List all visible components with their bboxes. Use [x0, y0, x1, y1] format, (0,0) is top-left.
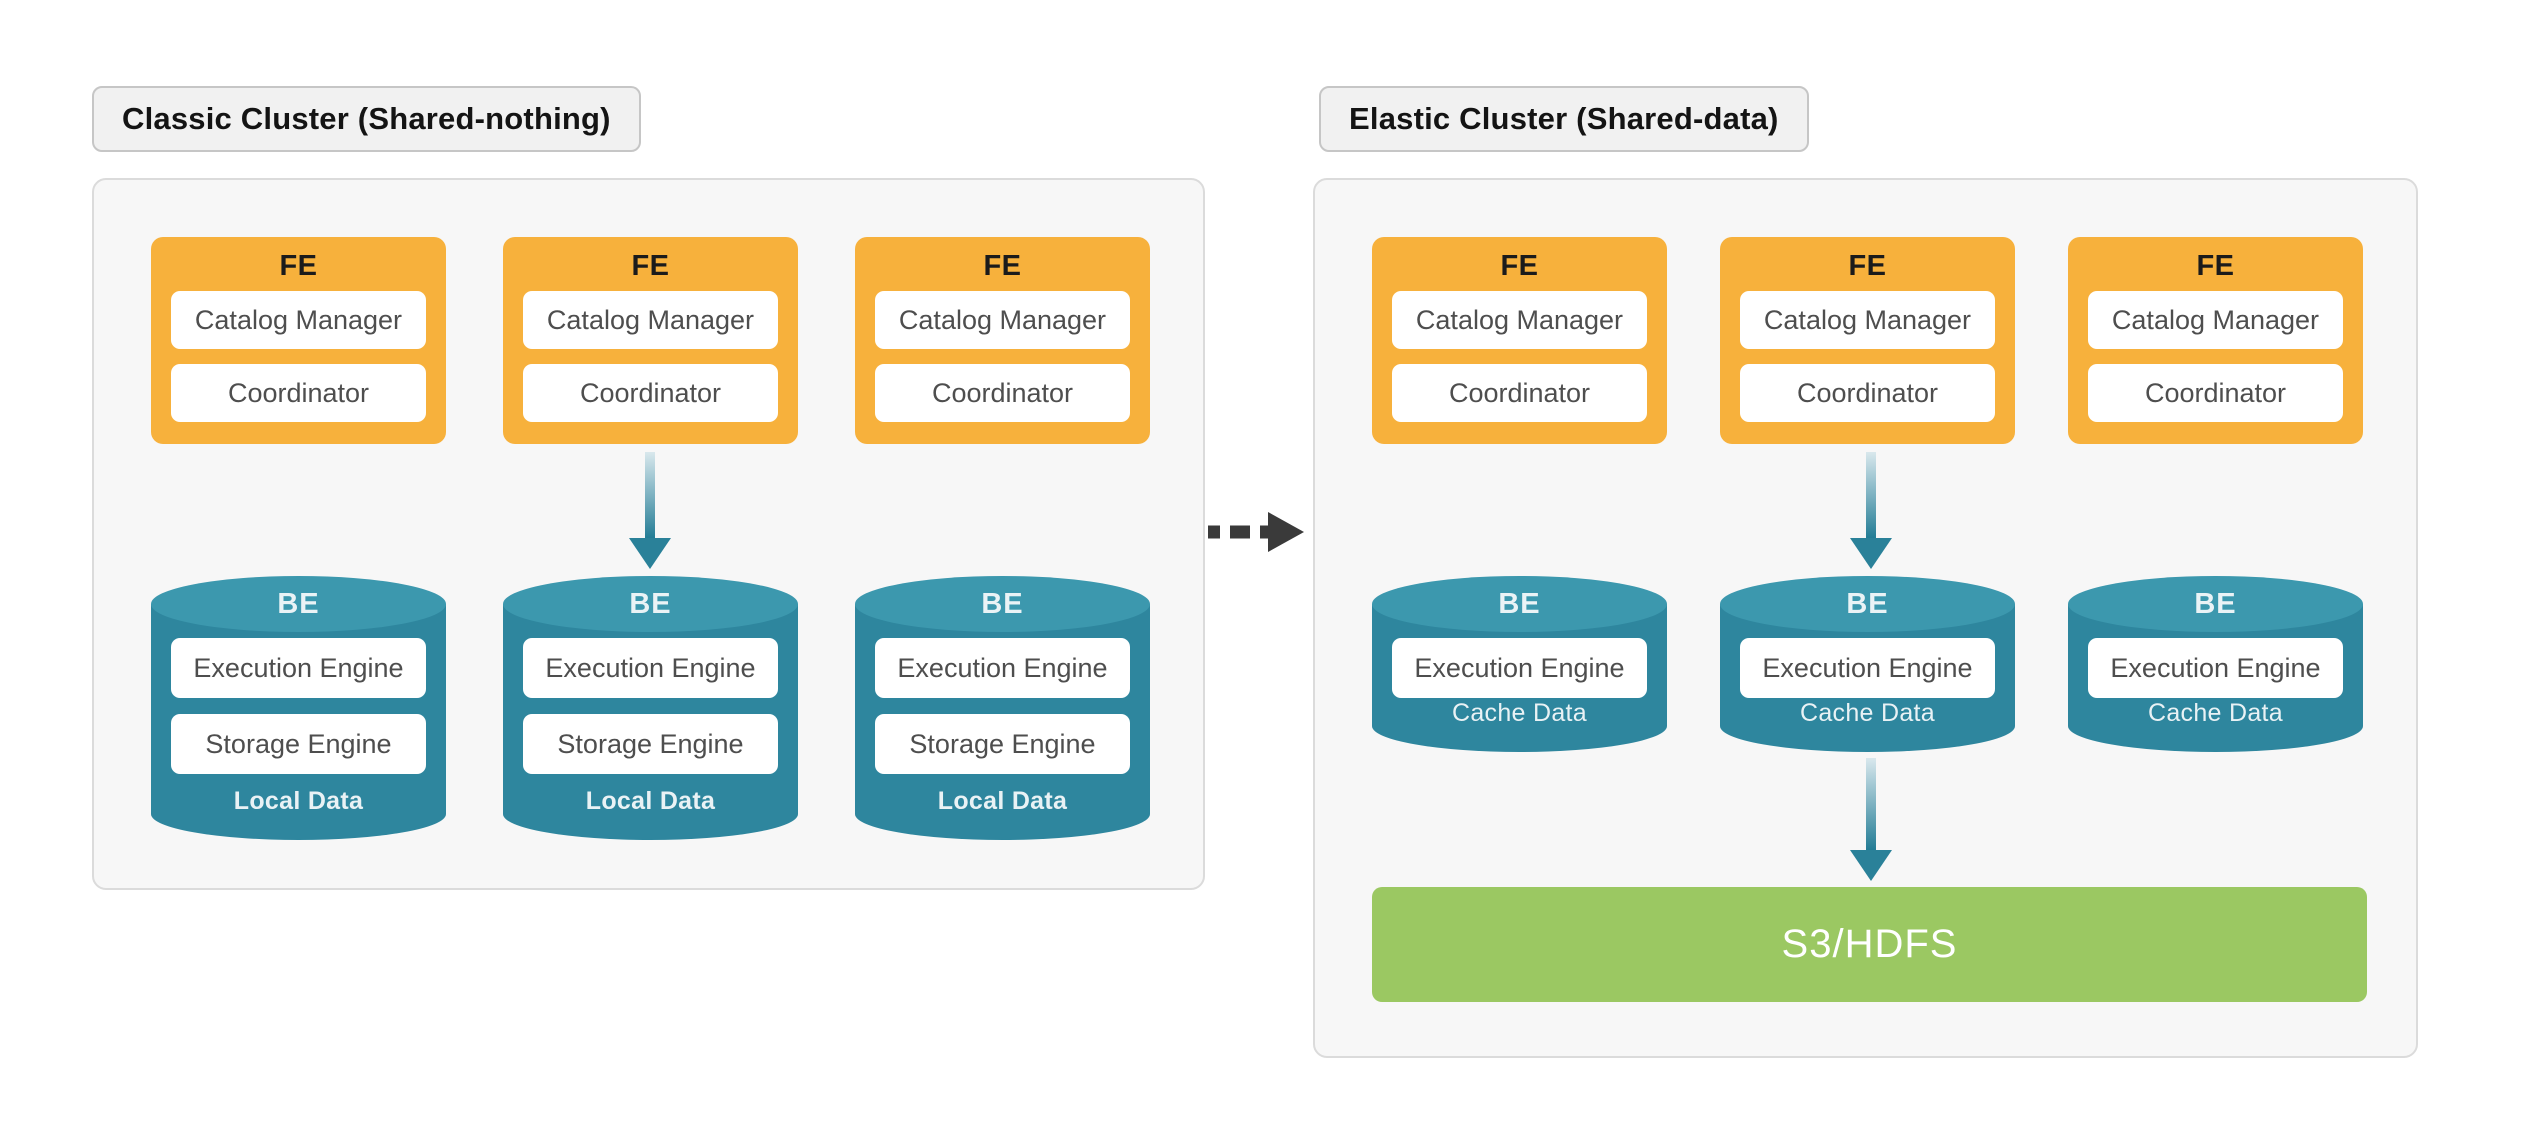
be-node: BE Execution Engine Cache Data	[1720, 576, 2015, 752]
be-component-chip: Execution Engine	[2088, 638, 2343, 698]
elastic-be-row: BE Execution Engine Cache Data BE Execut…	[1372, 576, 2363, 752]
be-node-label: BE	[2194, 588, 2237, 620]
fe-node-label: FE	[1500, 250, 1539, 282]
classic-be-row: BE Execution Engine Storage Engine Local…	[151, 576, 1150, 840]
fe-node: FE Catalog Manager Coordinator	[151, 237, 446, 444]
elastic-fe-row: FE Catalog Manager Coordinator FE Catalo…	[1372, 237, 2363, 444]
be-component-chip: Execution Engine	[875, 638, 1130, 698]
be-component-chip: Storage Engine	[171, 714, 426, 774]
fe-node-label: FE	[1848, 250, 1887, 282]
cylinder-top	[1372, 576, 1667, 632]
cylinder-top	[503, 576, 798, 632]
be-component-chip: Storage Engine	[875, 714, 1130, 774]
fe-component-chip: Catalog Manager	[2088, 291, 2343, 349]
fe-to-be-arrow-icon	[629, 452, 671, 569]
be-data-label: Local Data	[233, 787, 364, 815]
be-node: BE Execution Engine Storage Engine Local…	[151, 576, 446, 840]
elastic-cluster-container: FE Catalog Manager Coordinator FE Catalo…	[1313, 178, 2418, 1058]
cylinder-top	[1720, 576, 2015, 632]
be-data-label: Local Data	[937, 787, 1068, 815]
be-data-label: Cache Data	[1451, 699, 1588, 727]
be-node-label: BE	[277, 588, 320, 620]
fe-component-chip: Coordinator	[1740, 364, 1995, 422]
fe-component-chip: Coordinator	[875, 364, 1130, 422]
be-node-label: BE	[981, 588, 1024, 620]
be-component-chip: Execution Engine	[523, 638, 778, 698]
fe-node: FE Catalog Manager Coordinator	[1720, 237, 2015, 444]
fe-component-chip: Catalog Manager	[523, 291, 778, 349]
be-component-chip: Execution Engine	[1740, 638, 1995, 698]
fe-to-be-arrow-icon	[1850, 452, 1892, 569]
fe-node: FE Catalog Manager Coordinator	[855, 237, 1150, 444]
be-data-label: Local Data	[585, 787, 716, 815]
be-to-storage-arrow-icon	[1850, 758, 1892, 881]
fe-node: FE Catalog Manager Coordinator	[1372, 237, 1667, 444]
be-node: BE Execution Engine Storage Engine Local…	[503, 576, 798, 840]
fe-node-label: FE	[2196, 250, 2235, 282]
fe-component-chip: Coordinator	[2088, 364, 2343, 422]
be-data-label: Cache Data	[1799, 699, 1936, 727]
be-node: BE Execution Engine Cache Data	[1372, 576, 1667, 752]
cylinder-top	[2068, 576, 2363, 632]
be-data-label: Cache Data	[2147, 699, 2284, 727]
fe-node-label: FE	[983, 250, 1022, 282]
fe-component-chip: Catalog Manager	[1392, 291, 1647, 349]
be-node-label: BE	[1846, 588, 1889, 620]
be-node: BE Execution Engine Cache Data	[2068, 576, 2363, 752]
fe-component-chip: Coordinator	[171, 364, 426, 422]
classic-cluster-title: Classic Cluster (Shared-nothing)	[122, 101, 611, 136]
fe-node-label: FE	[279, 250, 318, 282]
fe-node: FE Catalog Manager Coordinator	[503, 237, 798, 444]
cylinder-top	[855, 576, 1150, 632]
fe-component-chip: Catalog Manager	[1740, 291, 1995, 349]
cylinder-top	[151, 576, 446, 632]
be-node-label: BE	[1498, 588, 1541, 620]
fe-node-label: FE	[631, 250, 670, 282]
fe-component-chip: Coordinator	[523, 364, 778, 422]
cluster-transition-arrow-icon	[1208, 512, 1304, 552]
be-node: BE Execution Engine Storage Engine Local…	[855, 576, 1150, 840]
elastic-cluster-title: Elastic Cluster (Shared-data)	[1349, 101, 1779, 136]
storage-label: S3/HDFS	[1781, 922, 1958, 966]
be-component-chip: Execution Engine	[1392, 638, 1647, 698]
classic-cluster-title-badge: Classic Cluster (Shared-nothing)	[92, 86, 641, 152]
be-component-chip: Execution Engine	[171, 638, 426, 698]
fe-component-chip: Catalog Manager	[875, 291, 1130, 349]
fe-component-chip: Coordinator	[1392, 364, 1647, 422]
be-node-label: BE	[629, 588, 672, 620]
classic-cluster-container: FE Catalog Manager Coordinator FE Catalo…	[92, 178, 1205, 890]
classic-fe-row: FE Catalog Manager Coordinator FE Catalo…	[151, 237, 1150, 444]
fe-component-chip: Catalog Manager	[171, 291, 426, 349]
storage-bar: S3/HDFS	[1372, 887, 2367, 1002]
elastic-cluster-title-badge: Elastic Cluster (Shared-data)	[1319, 86, 1809, 152]
fe-node: FE Catalog Manager Coordinator	[2068, 237, 2363, 444]
be-component-chip: Storage Engine	[523, 714, 778, 774]
